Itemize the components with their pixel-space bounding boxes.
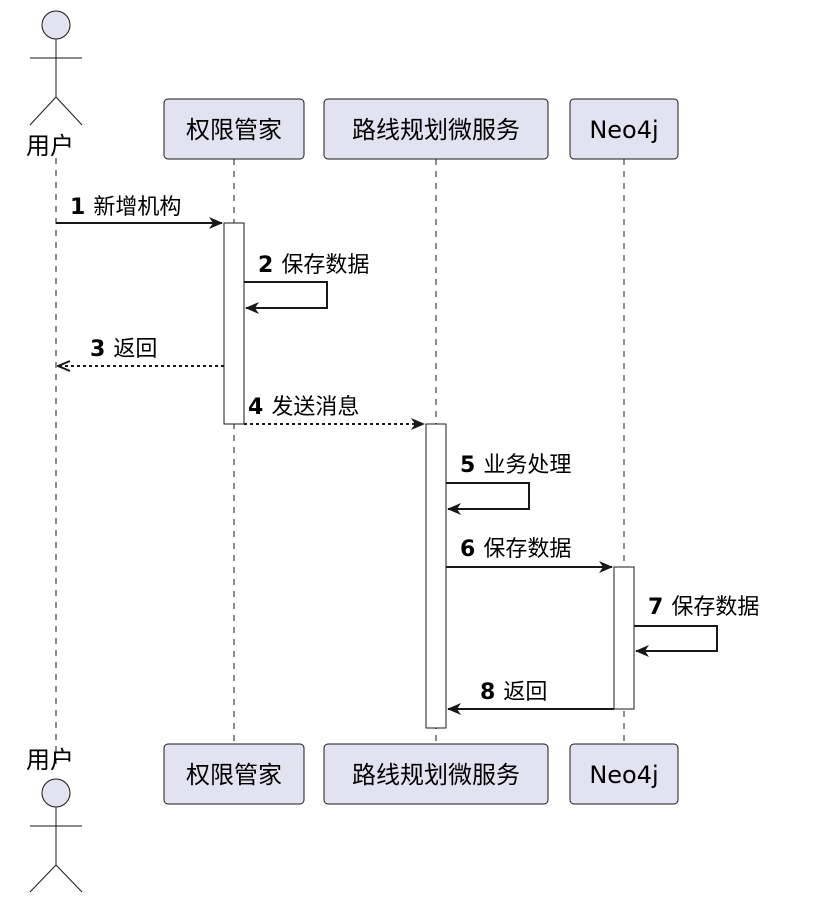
participant-permission-box-bottom bbox=[163, 743, 305, 805]
activation-neo4j bbox=[613, 566, 635, 710]
message-7-text: 保存数据 bbox=[671, 595, 759, 620]
participants-bottom: 权限管家 路线规划微服务 Neo4j bbox=[163, 743, 679, 805]
actor-user-bottom-label: 用户 bbox=[26, 746, 74, 774]
activations bbox=[223, 222, 635, 729]
svg-text:3返回: 3 返回 bbox=[90, 337, 157, 362]
participant-neo4j-label-bottom: Neo4j bbox=[589, 761, 658, 789]
message-6-text: 保存数据 bbox=[483, 537, 571, 562]
message-4-text: 发送消息 bbox=[271, 395, 359, 420]
message-6-number: 6 bbox=[460, 537, 475, 562]
message-8-number: 8 bbox=[480, 680, 495, 705]
actor-user-top-label: 用户 bbox=[26, 132, 74, 160]
svg-text:8返回: 8 返回 bbox=[480, 680, 547, 705]
participant-permission-label-bottom: 权限管家 bbox=[186, 761, 282, 789]
actor-user-bottom bbox=[29, 778, 83, 893]
actor-user-top bbox=[29, 10, 83, 126]
message-8: 8 返回 bbox=[447, 680, 614, 715]
message-1: 1 新增机构 bbox=[56, 195, 223, 229]
activation-route bbox=[425, 423, 447, 729]
actor-head-icon bbox=[41, 778, 71, 808]
participant-permission-box bbox=[163, 98, 305, 160]
message-2-text: 保存数据 bbox=[281, 253, 369, 278]
message-4-number: 4 bbox=[248, 395, 263, 420]
participant-route-box bbox=[323, 98, 549, 160]
actor-head-icon bbox=[41, 10, 71, 40]
message-6: 6 保存数据 bbox=[446, 537, 613, 573]
message-7: 7 保存数据 bbox=[634, 595, 759, 657]
message-2-number: 2 bbox=[258, 253, 273, 278]
participant-route-box-bottom bbox=[323, 743, 549, 805]
participant-neo4j-box-bottom bbox=[569, 743, 679, 805]
message-2: 2 保存数据 bbox=[244, 253, 369, 314]
message-1-text: 新增机构 bbox=[93, 195, 181, 220]
activation-permission bbox=[223, 222, 245, 425]
participants-top: 权限管家 路线规划微服务 Neo4j bbox=[163, 98, 679, 160]
message-5-number: 5 bbox=[460, 453, 475, 478]
message-3: 3 返回 bbox=[58, 337, 224, 366]
message-1-number: 1 bbox=[70, 195, 85, 220]
participant-neo4j-box bbox=[569, 98, 679, 160]
participant-route-label: 路线规划微服务 bbox=[352, 116, 520, 144]
participant-neo4j-label: Neo4j bbox=[589, 116, 658, 144]
participant-route-label-bottom: 路线规划微服务 bbox=[352, 761, 520, 789]
message-3-number: 3 bbox=[90, 337, 105, 362]
message-5: 5 业务处理 bbox=[446, 453, 571, 515]
message-4: 4 发送消息 bbox=[244, 395, 425, 430]
message-5-text: 业务处理 bbox=[483, 453, 571, 478]
message-3-text: 返回 bbox=[113, 337, 157, 362]
message-7-number: 7 bbox=[648, 595, 663, 620]
participant-permission-label: 权限管家 bbox=[186, 116, 282, 144]
message-8-text: 返回 bbox=[503, 680, 547, 705]
